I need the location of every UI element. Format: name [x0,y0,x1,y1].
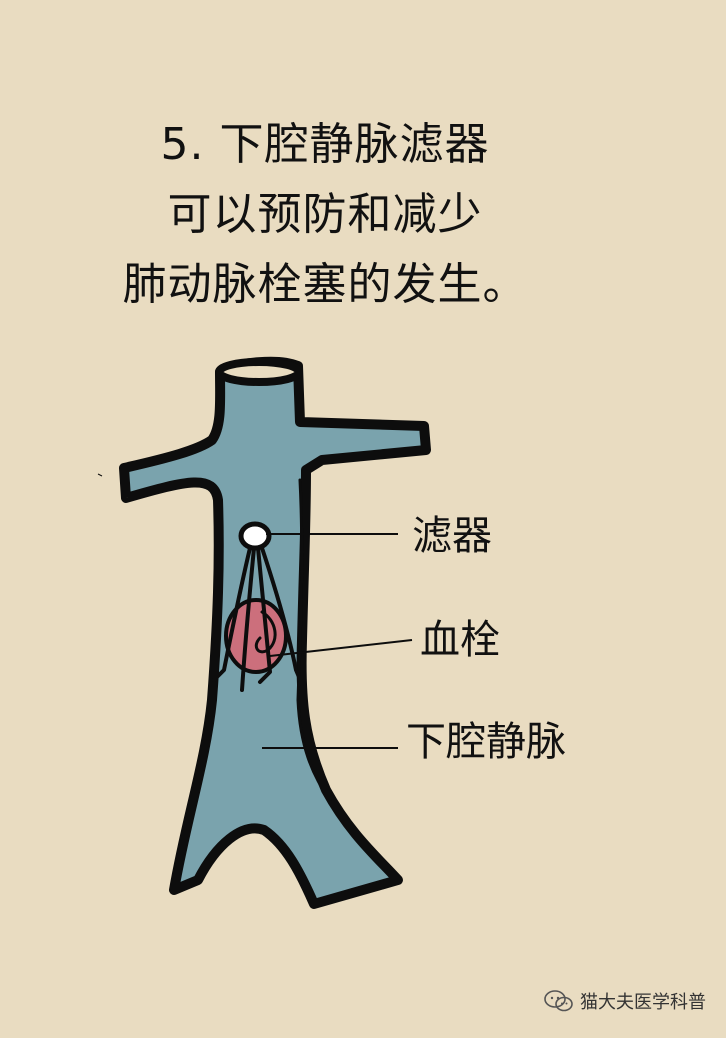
title-line-2: 可以预防和减少 [167,189,483,240]
label-filter: 滤器 [412,513,492,559]
filter [212,521,304,692]
vein-opening [215,358,303,386]
wechat-icon [544,990,573,1012]
footer-brand: 猫大夫医学科普 [544,988,706,1014]
title-block: 5. 下腔静脉滤器 可以预防和减少 肺动脉栓塞的发生。 [0,110,650,320]
title-line-3: 肺动脉栓塞的发生。 [122,259,528,310]
leader-thrombus [269,639,413,657]
vein-inner-stroke [296,478,332,802]
label-thrombus: 血栓 [420,617,500,663]
label-ivc: 下腔静脉 [406,719,566,765]
footer-account: 猫大夫医学科普 [580,992,706,1013]
stray-mark [97,473,103,477]
title-line-1: 5. 下腔静脉滤器 [160,119,490,170]
